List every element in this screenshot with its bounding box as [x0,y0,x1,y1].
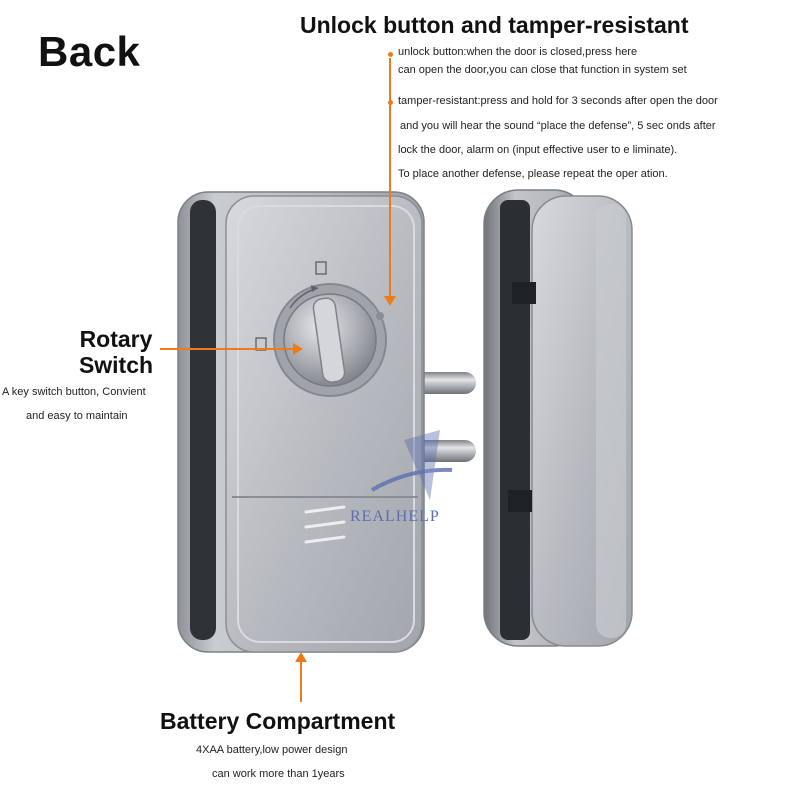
lock-pin-lower [410,440,476,462]
tamper-desc-line-1: tamper-resistant:press and hold for 3 se… [398,95,718,107]
unlock-desc-line-1: unlock button:when the door is closed,pr… [398,46,638,58]
battery-pointer-arrow [295,652,307,662]
unlock-desc-line-2: can open the door,you can close that fun… [398,64,687,76]
rotary-heading-line-2: Switch [78,352,154,378]
lock-pin-upper [410,372,476,394]
tamper-desc-line-3: lock the door, alarm on (input effective… [398,144,678,156]
rotary-desc-line-2: and easy to maintain [26,410,128,422]
realhelp-logo [370,430,453,500]
battery-desc-line-1: 4XAA battery,low power design [196,744,348,756]
rotary-heading: Rotary Switch [60,326,172,378]
watermark-text: REALHELP [350,508,440,525]
rotary-desc-line-1: A key switch button, Convient [2,386,146,398]
battery-desc-line-2: can work more than 1years [212,768,345,780]
rotary-heading-line-1: Rotary [79,326,153,352]
unlock-pointer-line [389,58,391,298]
unlock-heading: Unlock button and tamper-resistant [300,12,689,38]
tamper-desc-line-2: and you will hear the sound “place the d… [400,120,716,132]
rotary-pointer-line [160,348,295,350]
battery-pointer-line [300,660,302,702]
tamper-desc-line-4: To place another defense, please repeat … [398,168,668,180]
battery-heading: Battery Compartment [160,708,396,734]
lock-body-front [225,195,423,653]
unlock-bullet [388,52,393,57]
unlock-pointer-arrow [384,296,396,306]
page-title: Back [38,28,141,75]
rotary-pointer-arrow [293,343,303,355]
